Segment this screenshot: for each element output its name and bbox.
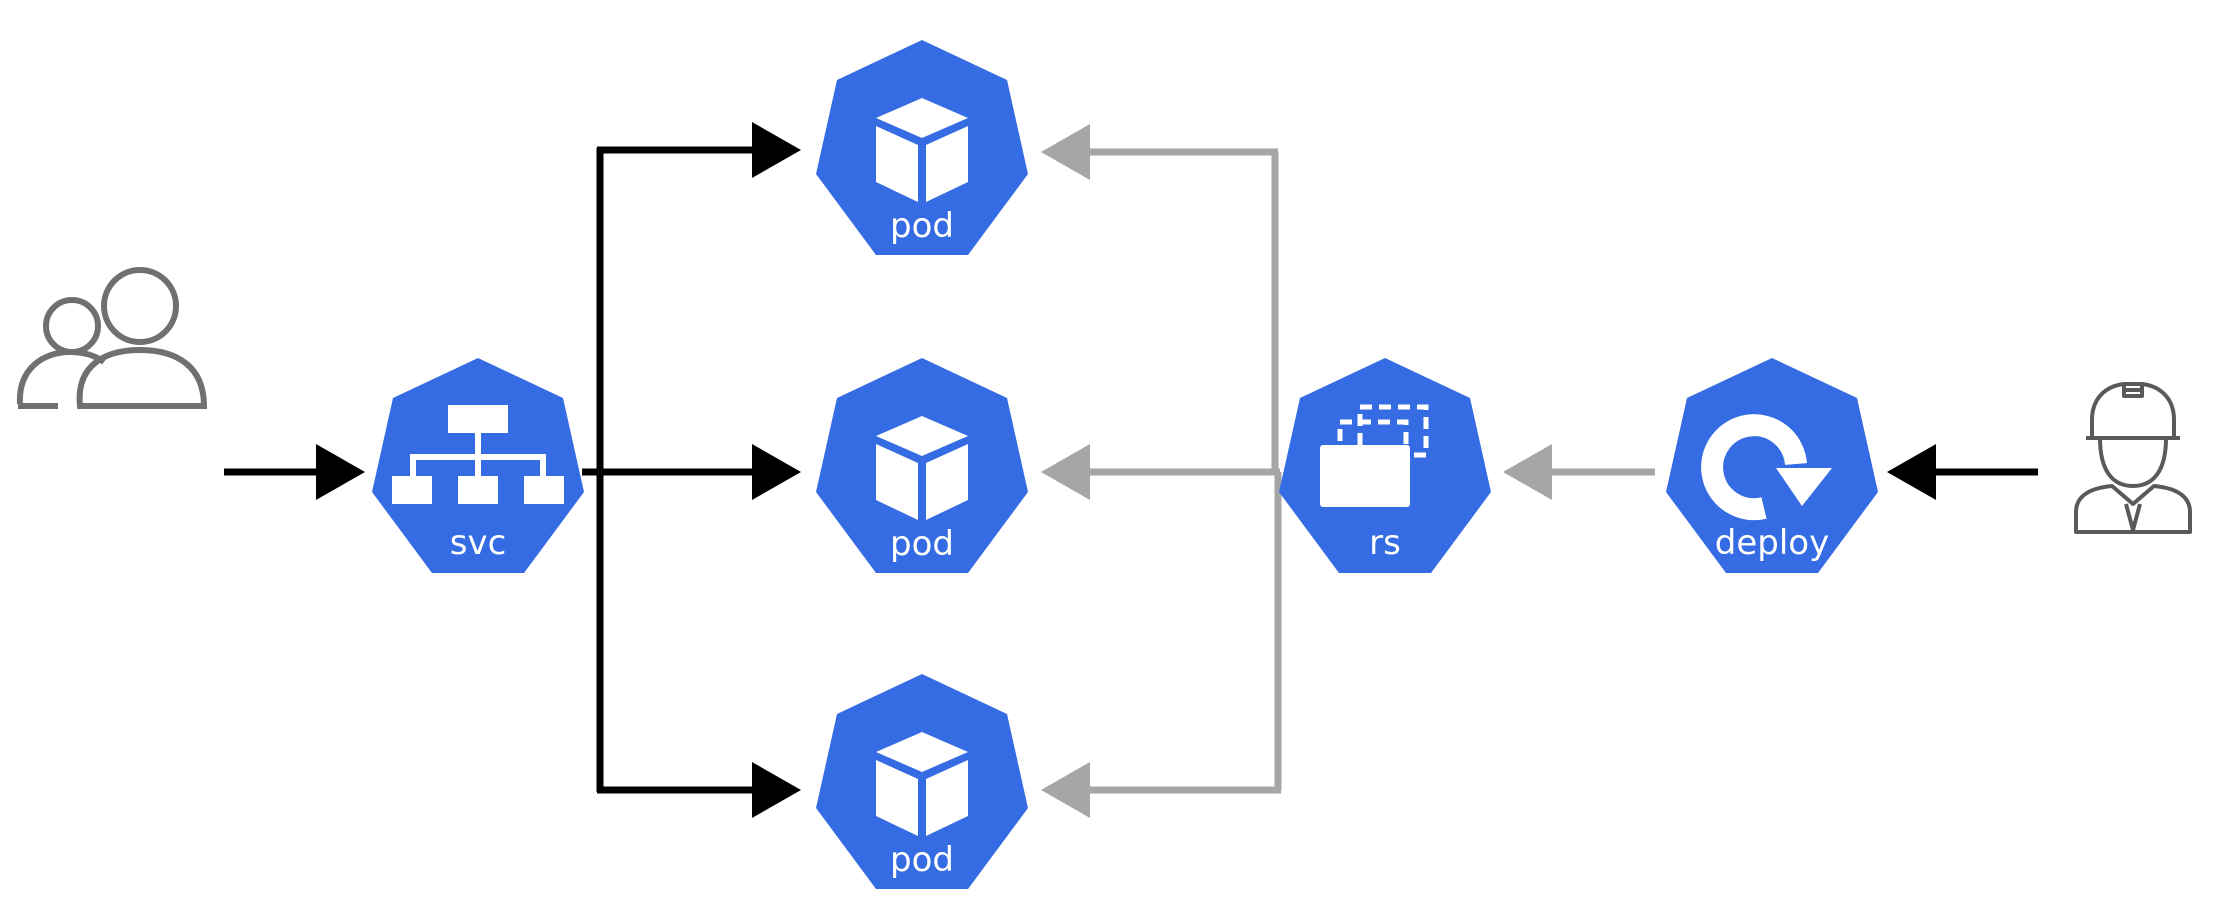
svc-label: svc xyxy=(450,523,507,563)
construction-worker-icon xyxy=(2074,382,2192,534)
pod-node-top[interactable]: pod xyxy=(816,40,1028,255)
pod-node-bottom[interactable]: pod xyxy=(816,674,1028,889)
deploy-label: deploy xyxy=(1715,523,1829,563)
pod-middle-label: pod xyxy=(890,524,954,564)
rs-label: rs xyxy=(1369,523,1401,563)
pod-bottom-label: pod xyxy=(890,840,954,880)
rotate-arrow-icon xyxy=(1701,414,1832,521)
arrows-svc-to-pods xyxy=(582,122,801,818)
pod-node-middle[interactable]: pod xyxy=(816,358,1028,573)
pod-top-label: pod xyxy=(890,206,954,246)
rs-node[interactable]: rs xyxy=(1279,358,1491,573)
network-hierarchy-icon xyxy=(392,405,564,504)
users-icon xyxy=(16,267,208,409)
stacked-copies-icon xyxy=(1320,404,1429,507)
deploy-node[interactable]: deploy xyxy=(1666,358,1878,573)
arrows-rs-to-pods xyxy=(1041,124,1282,818)
svc-node[interactable]: svc xyxy=(372,358,584,573)
